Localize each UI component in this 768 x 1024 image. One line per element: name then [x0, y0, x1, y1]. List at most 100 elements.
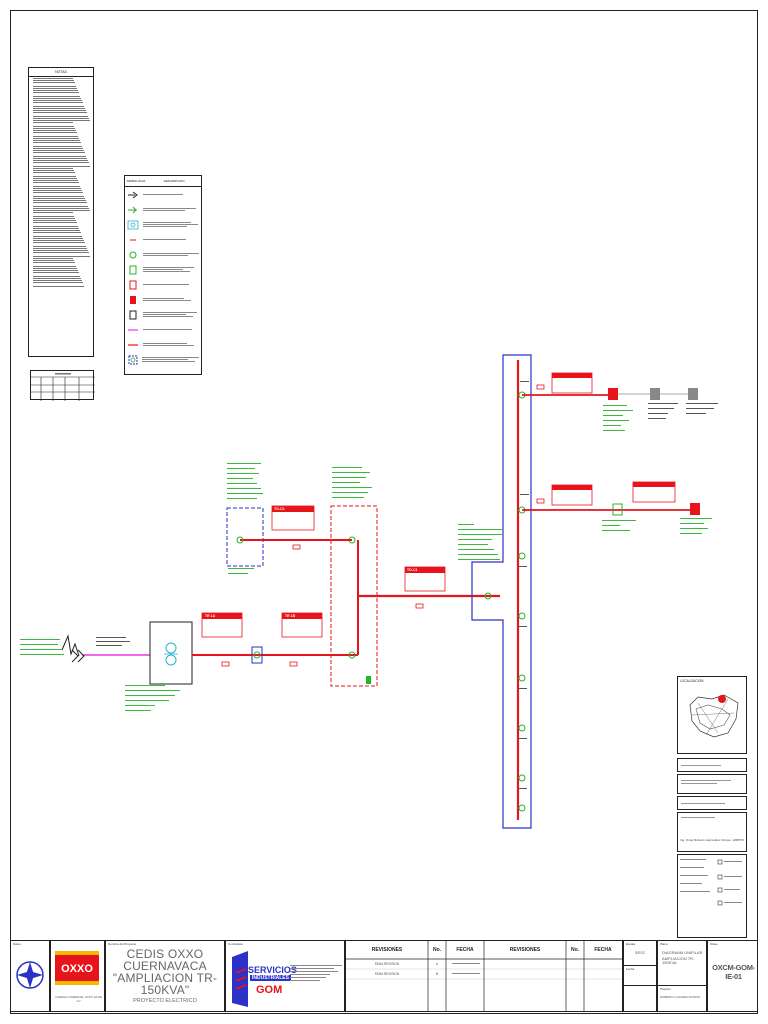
note-text-line [33, 252, 89, 253]
plan-title-2: AMPLIACION TR-150KVA [662, 956, 695, 965]
note-text-line [33, 262, 75, 263]
plan-label: Plano [660, 942, 668, 946]
tb-contractor: Contratista SERVICIOS INDUSTRIALES GOM [225, 940, 345, 1012]
contractor-address [290, 963, 342, 983]
drawing-sheet [10, 10, 758, 1014]
note-text-line [33, 156, 86, 157]
note-text-line [33, 236, 82, 237]
engineer-box: Ing. Omar Roberto Hernandez Ortega 10685… [677, 812, 747, 852]
tb-seal: Datos [10, 940, 50, 1012]
note-text-line [33, 86, 76, 87]
engineer-name: Ing. Omar Roberto Hernandez Ortega [680, 838, 731, 842]
project-line-2: CUERNAVACA [123, 959, 207, 973]
note-text-line [33, 102, 83, 103]
note-text-line [33, 182, 79, 183]
drawing-number: OXCM-GOM-IE-01 [712, 963, 755, 981]
note-text-line [33, 142, 81, 143]
note-text-line [33, 78, 73, 79]
legend-symbol-icon [125, 220, 141, 230]
notes-title: NOTAS [29, 68, 93, 77]
note-text-line [33, 226, 78, 227]
revision-desc-b: PARA REVISION [374, 972, 400, 976]
contractor-label: Contratista [228, 942, 243, 946]
note-text-line [33, 110, 86, 111]
note-text-line [33, 148, 83, 149]
note-text-line [33, 166, 90, 167]
main-feeder-label: TG-C1 [407, 568, 418, 572]
note-text-line [33, 268, 77, 269]
note-text-line [33, 240, 84, 241]
note-text-line [33, 126, 74, 127]
note-text-line [33, 260, 74, 261]
note-text-line [33, 192, 83, 193]
enclosure-note [332, 467, 372, 498]
legend-row [125, 202, 201, 217]
single-line-diagram [20, 354, 718, 829]
legend-row [125, 307, 201, 322]
note-text-line [33, 276, 80, 277]
legend-box: SIMBOLOGIA DESCRIPCION [124, 175, 202, 375]
notes-lines [29, 78, 93, 287]
branch-circuit-1 [522, 372, 718, 431]
legend-symbol-icon [125, 265, 141, 275]
feeder-cable-tables [201, 612, 323, 638]
legend-symbol-icon [125, 280, 141, 290]
legend-symbol-icon [125, 295, 141, 305]
note-text-line [33, 286, 84, 287]
date-header-2: FECHA [594, 947, 612, 953]
note-text-line [33, 266, 76, 267]
plan-title-1: DIAGRAMA UNIFILAR [662, 950, 703, 955]
note-text-line [33, 172, 75, 173]
note-text-line [33, 186, 80, 187]
load-table-grid [31, 373, 95, 401]
transfer-enclosure [330, 505, 500, 687]
upper-source-note [227, 463, 263, 574]
feeder-label-2: TR 1B [285, 614, 296, 618]
contractor-name-3: GOM [256, 984, 283, 996]
note-text-line [33, 122, 73, 123]
note-text-line [33, 228, 79, 229]
prepared-by: ROBERTO LUGARDA DONATO [660, 995, 701, 999]
note-text-line [33, 140, 80, 141]
legend-symbol-icon [125, 235, 141, 245]
utility-label [20, 637, 130, 655]
owner-box [677, 758, 747, 772]
note-text-line [33, 150, 84, 151]
bus-breakers [517, 381, 529, 812]
svg-text:OXXO: OXXO [61, 963, 93, 975]
legend-row [125, 292, 201, 307]
note-text-line [33, 196, 84, 197]
location-label: LOCALIZACION [680, 679, 704, 683]
date-label: Fecha [626, 967, 635, 971]
note-text-line [33, 212, 73, 213]
side-panel: LOCALIZACION Ing. Omar Roberto Hernandez… [677, 676, 747, 938]
tb-drawing-number: Clave OXCM-GOM-IE-01 [707, 940, 758, 1012]
note-text-line [33, 188, 81, 189]
note-text-line [33, 168, 73, 169]
note-text-line [33, 242, 85, 243]
tb-owner: OXXO CADENA COMERCIAL OXXO SA DE CV [50, 940, 105, 1012]
note-text-line [33, 190, 82, 191]
reference-box [677, 796, 747, 810]
note-text-line [33, 176, 76, 177]
project-line-1: CEDIS OXXO [126, 947, 204, 961]
side-checkboxes [680, 859, 742, 906]
branch-circuit-2 [522, 481, 712, 534]
note-text-line [33, 230, 80, 231]
note-text-line [33, 216, 74, 217]
legend-row [125, 352, 201, 367]
note-text-line [33, 92, 79, 93]
note-text-line [33, 206, 88, 207]
tb-revisions: REVISIONES No. FECHA REVISIONES No. FECH… [345, 940, 623, 1012]
owner-name: CADENA COMERCIAL OXXO SA DE CV [55, 995, 102, 1003]
note-text-line [33, 272, 79, 273]
no-header-1: No. [432, 947, 442, 953]
legend-col-description: DESCRIPCION [163, 179, 185, 183]
contractor-name-2: INDUSTRIALES [250, 975, 291, 981]
note-text-line [33, 170, 74, 171]
revisions-grid [346, 941, 622, 1011]
legend-row [125, 337, 201, 352]
note-text-line [33, 152, 85, 153]
note-text-line [33, 130, 76, 131]
prepared-label: Preparo [660, 987, 671, 991]
